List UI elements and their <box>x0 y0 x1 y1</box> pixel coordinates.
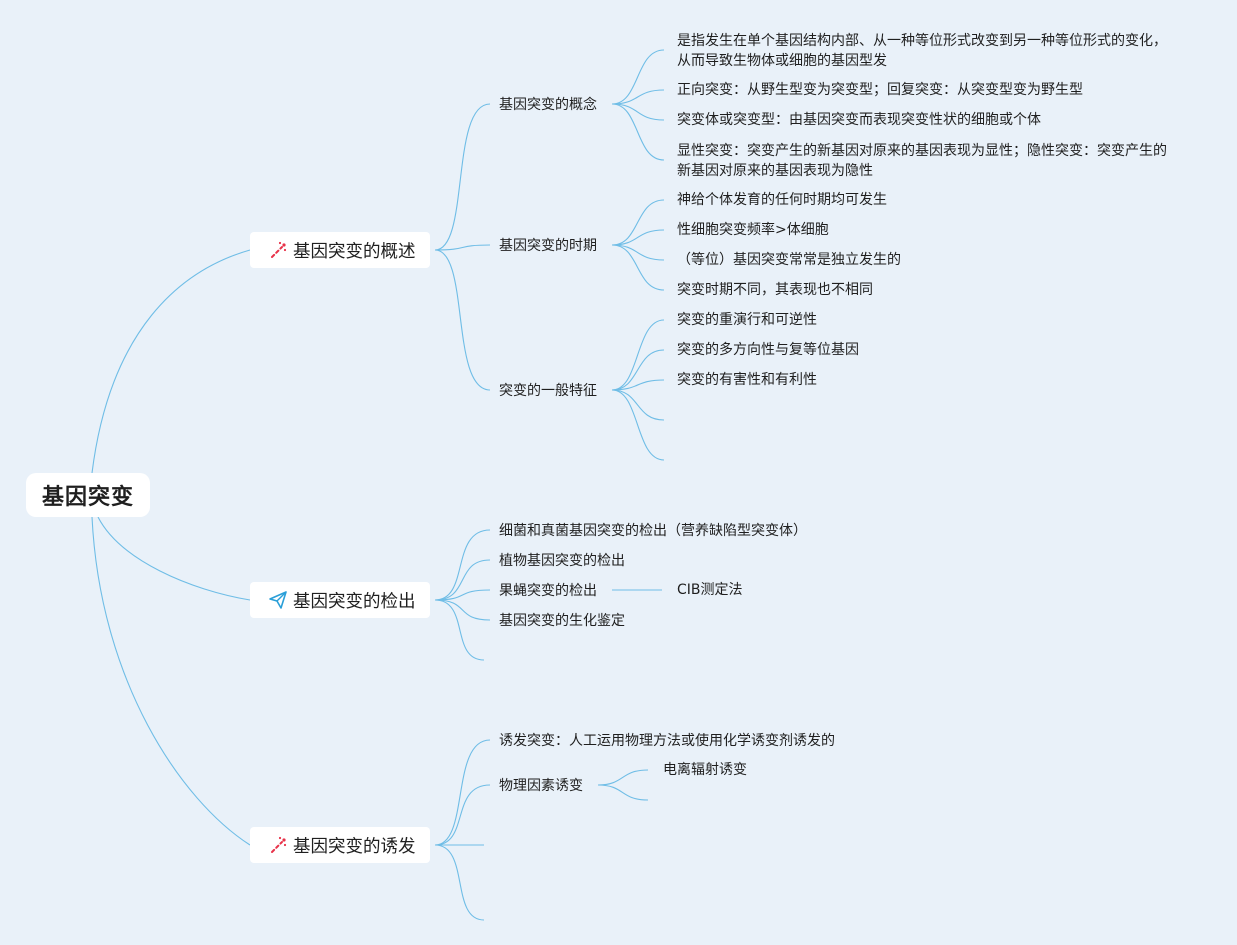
connector-b1-s3 <box>434 249 491 391</box>
subtopic-bacteria-fungi[interactable]: 细菌和真菌基因突变的检出（营养缺陷型突变体） <box>499 523 807 539</box>
connector-root-branch-2 <box>97 516 251 601</box>
root-topic-label: 基因突变 <box>41 485 134 510</box>
branch-label: 基因突变的概述 <box>293 241 416 262</box>
subtopic-features[interactable]: 突变的一般特征 <box>499 383 597 399</box>
leaf-feature-recurrence[interactable]: 突变的重演行和可逆性 <box>677 312 817 328</box>
leaf-cib-method[interactable]: CIB测定法 <box>677 582 743 598</box>
subtopic-induced-mutation[interactable]: 诱发突变：人工运用物理方法或使用化学诱变剂诱发的 <box>499 733 835 749</box>
subtopic-period[interactable]: 基因突变的时期 <box>499 238 597 254</box>
branch-detection[interactable]: 基因突变的检出 <box>250 582 430 618</box>
branch-induction[interactable]: 基因突变的诱发 <box>250 827 430 863</box>
leaf-feature-harm-benefit[interactable]: 突变的有害性和有利性 <box>677 372 817 388</box>
subtopic-plant[interactable]: 植物基因突变的检出 <box>499 553 625 569</box>
connector-b1-s2 <box>434 244 491 251</box>
leaf-ionizing-radiation[interactable]: 电离辐射诱变 <box>663 762 747 778</box>
subtopic-biochemical[interactable]: 基因突变的生化鉴定 <box>499 613 625 629</box>
subtopic-concept[interactable]: 基因突变的概念 <box>499 97 597 113</box>
subtopic-drosophila[interactable]: 果蝇突变的检出 <box>499 583 597 599</box>
root-topic[interactable]: 基因突变 <box>26 473 150 517</box>
connector-b1-s1 <box>434 103 491 251</box>
magic-wand-icon <box>268 835 288 855</box>
leaf-feature-multidirection[interactable]: 突变的多方向性与复等位基因 <box>677 342 859 358</box>
leaf-period-frequency[interactable]: 性细胞突变频率>体细胞 <box>677 222 829 238</box>
connector-root-branch-3 <box>91 516 251 846</box>
branch-overview[interactable]: 基因突变的概述 <box>250 232 430 268</box>
connector-root-branch-1 <box>91 249 251 474</box>
leaf-concept-dominant-recessive[interactable]: 显性突变：突变产生的新基因对原来的基因表现为显性；隐性突变：突变产生的新基因对原… <box>677 143 1167 179</box>
leaf-period-any-time[interactable]: 神给个体发育的任何时期均可发生 <box>677 192 887 208</box>
branch-label: 基因突变的检出 <box>293 591 416 612</box>
leaf-concept-definition[interactable]: 是指发生在单个基因结构内部、从一种等位形式改变到另一种等位形式的变化，从而导致生… <box>677 33 1167 69</box>
leaf-concept-forward-reverse[interactable]: 正向突变：从野生型变为突变型；回复突变：从突变型变为野生型 <box>677 82 1083 98</box>
branch-label: 基因突变的诱发 <box>293 836 416 857</box>
leaf-period-independent[interactable]: （等位）基因突变常常是独立发生的 <box>677 252 901 268</box>
leaf-period-different[interactable]: 突变时期不同，其表现也不相同 <box>677 282 873 298</box>
paper-plane-icon <box>268 590 288 610</box>
leaf-concept-mutant[interactable]: 突变体或突变型：由基因突变而表现突变性状的细胞或个体 <box>677 112 1041 128</box>
magic-wand-icon <box>268 240 288 260</box>
subtopic-physical-factors[interactable]: 物理因素诱变 <box>499 778 583 794</box>
